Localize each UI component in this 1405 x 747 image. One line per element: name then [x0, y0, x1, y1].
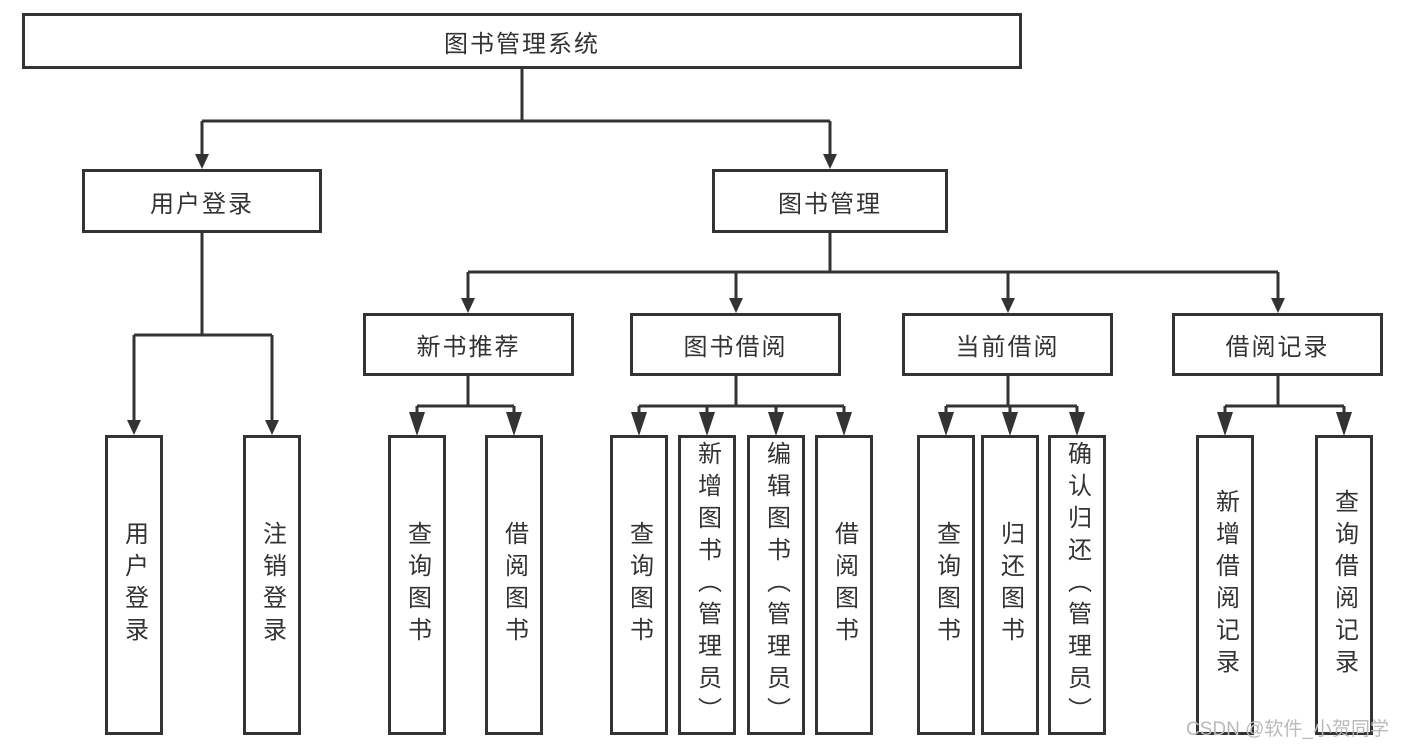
leaf-logout-label: 注销登录	[258, 521, 286, 649]
node-new-book-recommend-label: 新书推荐	[416, 334, 521, 361]
node-book-borrow: 图书借阅	[630, 313, 841, 376]
leaf-bb-query-books: 查询图书	[610, 435, 668, 735]
leaf-user-login-label: 用户登录	[120, 521, 148, 649]
node-book-management-label: 图书管理	[778, 190, 882, 218]
leaf-cb-return-books-label: 归还图书	[996, 521, 1024, 649]
node-current-borrow-label: 当前借阅	[955, 334, 1060, 361]
leaf-logout: 注销登录	[243, 435, 301, 735]
leaf-nb-borrow-books: 借阅图书	[485, 435, 543, 735]
leaf-bb-query-books-label: 查询图书	[625, 521, 653, 649]
leaf-nb-query-books-label: 查询图书	[403, 521, 431, 649]
leaf-br-query-borrow-record: 查询借阅记录	[1315, 435, 1373, 735]
node-root: 图书管理系统	[22, 13, 1022, 69]
leaf-br-query-borrow-record-label: 查询借阅记录	[1330, 489, 1358, 681]
leaf-user-login: 用户登录	[105, 435, 163, 735]
leaf-cb-confirm-return-admin-label: 确认归还（管理员）	[1063, 441, 1091, 729]
node-root-label: 图书管理系统	[444, 30, 600, 58]
leaf-cb-query-books-label: 查询图书	[932, 521, 960, 649]
leaf-br-add-borrow-record-label: 新增借阅记录	[1211, 489, 1239, 681]
node-book-borrow-label: 图书借阅	[683, 334, 788, 361]
node-borrow-records-label: 借阅记录	[1225, 334, 1330, 361]
leaf-cb-return-books: 归还图书	[981, 435, 1039, 735]
leaf-nb-borrow-books-label: 借阅图书	[500, 521, 528, 649]
leaf-br-add-borrow-record: 新增借阅记录	[1196, 435, 1254, 735]
leaf-bb-borrow-books: 借阅图书	[815, 435, 873, 735]
node-user-login: 用户登录	[82, 169, 322, 233]
leaf-cb-query-books: 查询图书	[917, 435, 975, 735]
node-current-borrow: 当前借阅	[902, 313, 1113, 376]
leaf-cb-confirm-return-admin: 确认归还（管理员）	[1048, 435, 1106, 735]
node-user-login-label: 用户登录	[150, 190, 254, 218]
csdn-watermark: CSDN @软件_小贺同学	[1186, 719, 1389, 740]
leaf-bb-add-books-admin: 新增图书（管理员）	[678, 435, 736, 735]
leaf-bb-borrow-books-label: 借阅图书	[830, 521, 858, 649]
node-borrow-records: 借阅记录	[1172, 313, 1383, 376]
leaf-bb-edit-books-admin: 编辑图书（管理员）	[747, 435, 805, 735]
leaf-bb-add-books-admin-label: 新增图书（管理员）	[693, 441, 721, 729]
node-book-management: 图书管理	[712, 169, 948, 233]
leaf-nb-query-books: 查询图书	[388, 435, 446, 735]
leaf-bb-edit-books-admin-label: 编辑图书（管理员）	[762, 441, 790, 729]
node-new-book-recommend: 新书推荐	[363, 313, 574, 376]
